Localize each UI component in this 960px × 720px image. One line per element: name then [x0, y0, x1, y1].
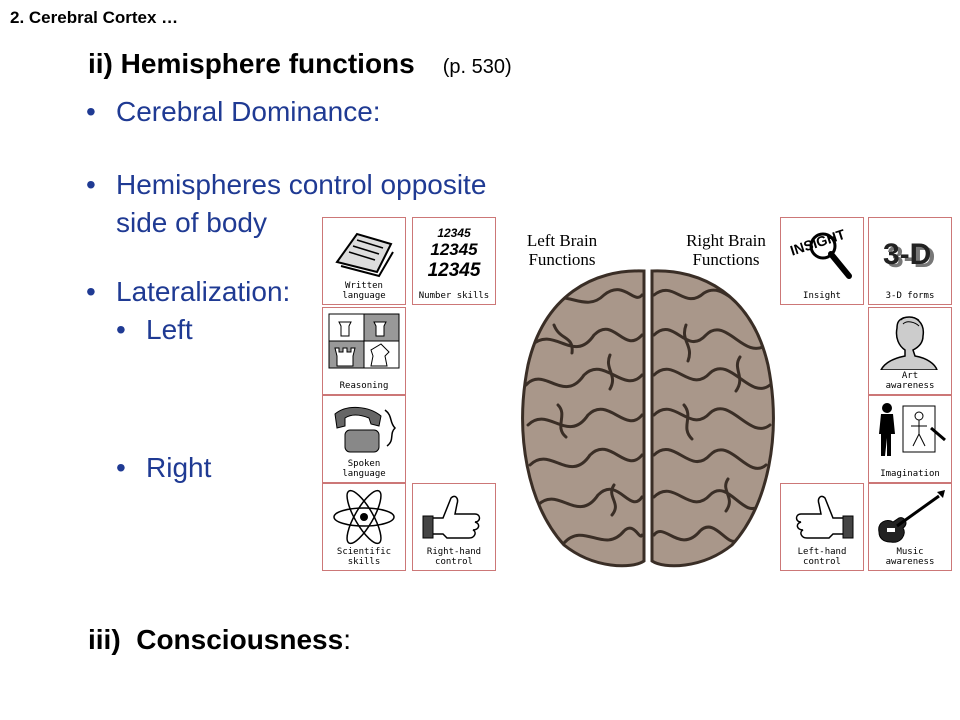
3d-letters-icon: 3-D 3-D	[883, 238, 935, 274]
figure-drawing-icon	[879, 403, 946, 456]
caption-line: awareness	[885, 557, 935, 567]
caption-line: language	[342, 291, 386, 301]
tile-right-hand-control: Right-hand control	[412, 483, 496, 571]
caption-line: Scientific	[336, 547, 392, 557]
heading-title: ii) Hemisphere functions	[88, 48, 415, 79]
telephone-icon	[334, 407, 397, 453]
digits-medium: 12345	[430, 240, 478, 259]
insight-word: INSIGHT	[788, 226, 847, 259]
tile-caption: Imagination	[869, 469, 951, 479]
number-digits: 12345 12345 12345	[413, 226, 495, 282]
caption-line: Reasoning	[339, 381, 389, 391]
guitar-icon	[878, 490, 945, 543]
digits-large: 12345	[427, 260, 481, 281]
brain-illustration	[521, 269, 775, 568]
tile-art-awareness: Art awareness	[868, 307, 952, 395]
consciousness-colon: :	[343, 624, 351, 655]
chess-pieces-icon	[328, 313, 400, 369]
tile-insight: INSIGHT Insight	[780, 217, 864, 305]
left-brain-title: Left Brain Functions	[502, 231, 622, 269]
tile-caption: 3-D forms	[869, 291, 951, 301]
bullet-cerebral-dominance: Cerebral Dominance:	[86, 96, 381, 128]
caption-line: Right-hand	[426, 547, 482, 557]
tile-written-language: Written language	[322, 217, 406, 305]
caption-line: 3-D forms	[885, 291, 935, 301]
tile-caption: Scientific skills	[323, 547, 405, 567]
tile-caption: Music awareness	[869, 547, 951, 567]
right-brain-title: Right Brain Functions	[662, 231, 790, 269]
tile-scientific-skills: Scientific skills	[322, 483, 406, 571]
caption-line: Spoken	[347, 459, 381, 469]
brain-functions-figure: Written language 12345 12345 12345 Numbe…	[322, 215, 958, 573]
bullet-lateralization: Lateralization:	[86, 276, 290, 308]
consciousness-label: Consciousness	[136, 624, 344, 655]
digits-small: 12345	[437, 226, 471, 240]
caption-line: Insight	[803, 291, 841, 301]
tile-caption: Left-hand control	[781, 547, 863, 567]
section-label: 2. Cerebral Cortex …	[10, 8, 179, 27]
title-line: Functions	[692, 250, 760, 269]
tile-caption: Art awareness	[869, 371, 951, 391]
thumbs-up-icon	[422, 495, 481, 539]
title-line: Functions	[528, 250, 596, 269]
sub-bullet-right: Right	[116, 452, 212, 484]
caption-line: control	[435, 557, 473, 567]
caption-line: control	[803, 557, 841, 567]
title-line: Right Brain	[686, 231, 766, 250]
caption-line: language	[342, 469, 386, 479]
tile-caption: Spoken language	[323, 459, 405, 479]
tile-3d-forms: 3-D 3-D 3-D forms	[868, 217, 952, 305]
statue-bust-icon	[880, 316, 938, 370]
3d-word: 3-D	[883, 238, 931, 271]
tile-imagination: Imagination	[868, 395, 952, 483]
magnifier-insight-icon: INSIGHT	[788, 226, 852, 279]
atom-icon	[333, 489, 395, 545]
sub-bullet-left: Left	[116, 314, 193, 346]
tile-caption: Written language	[323, 281, 405, 301]
consciousness-heading: iii) Consciousness:	[88, 624, 351, 656]
tile-caption: Insight	[781, 291, 863, 301]
caption-line: skills	[347, 557, 381, 567]
caption-line: Music	[896, 547, 924, 557]
bullet-hemispheres-line1: Hemispheres control opposite	[116, 169, 487, 200]
tile-number-skills: 12345 12345 12345 Number skills	[412, 217, 496, 305]
tile-reasoning: Reasoning	[322, 307, 406, 395]
bullet-hemispheres-line2: side of body	[116, 207, 267, 238]
caption-line: Number skills	[418, 291, 490, 301]
caption-line: awareness	[885, 381, 935, 391]
caption-line: Left-hand	[797, 547, 847, 557]
caption-line: Art	[901, 371, 919, 381]
tile-spoken-language: Spoken language	[322, 395, 406, 483]
caption-line: Imagination	[880, 469, 940, 479]
tile-caption: Number skills	[413, 291, 495, 301]
title-line: Left Brain	[526, 231, 598, 250]
heading-page-reference: (p. 530)	[442, 56, 512, 78]
bullet-hemispheres: Hemispheres control opposite side of bod…	[86, 166, 487, 242]
tile-left-hand-control: Left-hand control	[780, 483, 864, 571]
tile-music-awareness: Music awareness	[868, 483, 952, 571]
tile-caption: Reasoning	[323, 381, 405, 391]
3d-shadow: 3-D	[887, 241, 935, 274]
caption-line: Written	[345, 281, 383, 291]
thumbs-up-left-icon	[795, 495, 854, 539]
consciousness-number: iii)	[88, 624, 121, 655]
slide-heading: ii) Hemisphere functions (p. 530)	[88, 48, 512, 80]
typewriter-icon	[335, 232, 394, 278]
tile-caption: Right-hand control	[413, 547, 495, 567]
